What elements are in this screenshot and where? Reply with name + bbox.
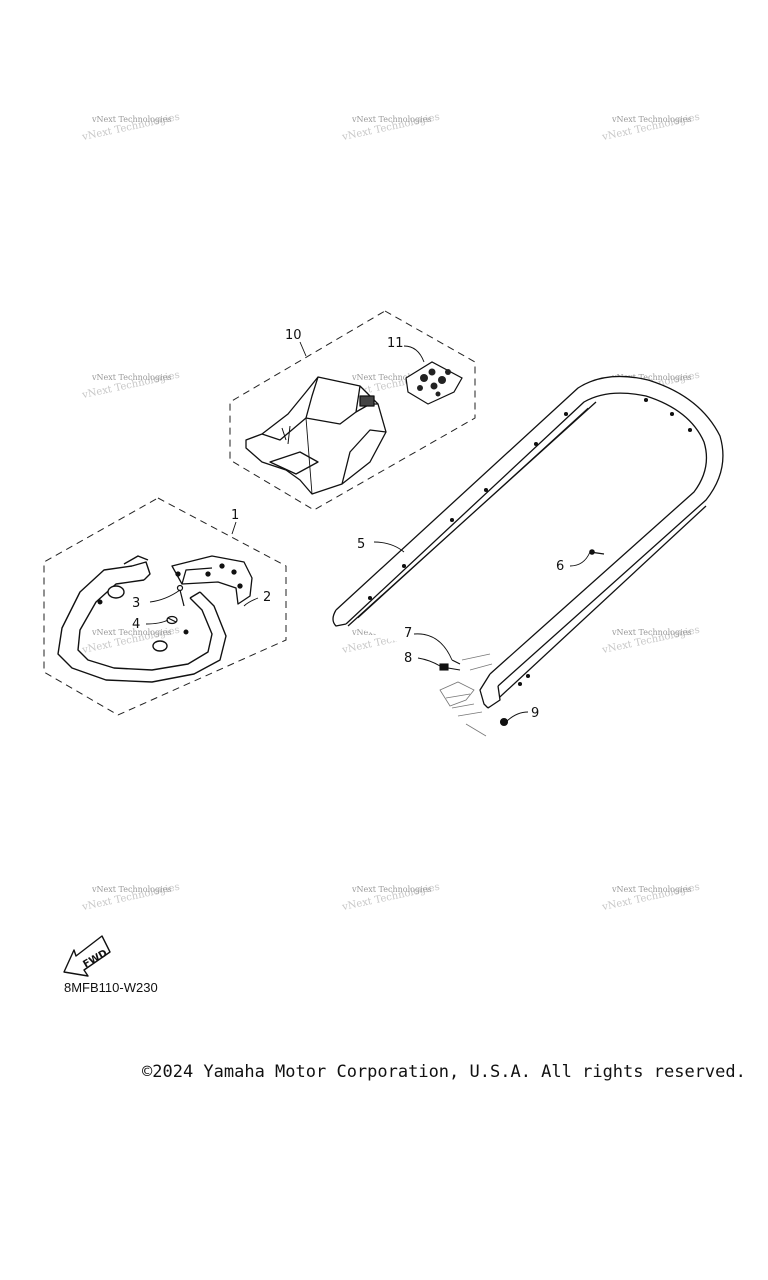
- watermark: vNext Technologies vNext Technologies: [80, 112, 180, 144]
- rail-part: [332, 375, 724, 709]
- watermark-text: vNext Technologies: [351, 115, 431, 124]
- watermark: vNext Technologies vNext Technologies: [80, 370, 180, 402]
- callout-5: 5: [357, 537, 365, 552]
- callout-9: 9: [531, 706, 539, 721]
- watermark: vNext Technologies vNext Technologies: [340, 112, 440, 144]
- callout-11: 11: [387, 336, 404, 351]
- watermark-text: vNext Technologies: [91, 115, 171, 124]
- watermark-text: vNext Technologies: [611, 885, 691, 894]
- watermark-text: vNext Technologies: [91, 373, 171, 382]
- leader-lines: [145, 341, 591, 723]
- watermark: vNext Technologies vNext Technologies: [80, 625, 180, 657]
- callout-7: 7: [404, 626, 412, 641]
- bracket-part: [171, 555, 253, 605]
- watermark: vNext Technologies vNext Technologies: [600, 625, 700, 657]
- watermark-text: vNext Technologies: [611, 628, 691, 637]
- grab-handle-part: [57, 555, 227, 683]
- hull-context-sketch: [439, 653, 493, 737]
- callout-6: 6: [556, 559, 564, 574]
- watermark-text: vNext Technologies: [91, 885, 171, 894]
- callout-4: 4: [132, 617, 140, 632]
- watermark-text: vNext Technologies: [611, 373, 691, 382]
- watermark: vNext Technologies vNext Technologies: [600, 882, 700, 914]
- callout-8: 8: [404, 651, 412, 666]
- copyright-notice: ©2024 Yamaha Motor Corporation, U.S.A. A…: [142, 1062, 746, 1082]
- callout-1: 1: [231, 508, 239, 523]
- fwd-arrow-icon: FWD: [63, 935, 111, 977]
- watermark-text: vNext Technologies: [351, 373, 431, 382]
- fastener-parts: [166, 584, 185, 625]
- watermark: vNext Technologies vNext Technologies: [600, 112, 700, 144]
- callout-numbers: 10 11 1 2 3 4 5 6 7 8 9: [132, 328, 564, 721]
- watermark: vNext Technologies vNext Technologies: [80, 882, 180, 914]
- callout-10: 10: [285, 328, 302, 343]
- kit-boundary-handle: [43, 497, 287, 716]
- hardware-kit-part: [405, 361, 463, 405]
- watermark: vNext Technologies vNext Technologies: [340, 882, 440, 914]
- storage-bin-part: [245, 376, 387, 495]
- watermark-text: vNext Technologies: [91, 628, 171, 637]
- end-fasteners: [439, 659, 509, 727]
- callout-3: 3: [132, 596, 140, 611]
- watermark-text: vNext Technologies: [351, 885, 431, 894]
- callout-2: 2: [263, 590, 271, 605]
- diagram-part-code: 8MFB110-W230: [64, 980, 158, 995]
- watermark-text: vNext Technologies: [611, 115, 691, 124]
